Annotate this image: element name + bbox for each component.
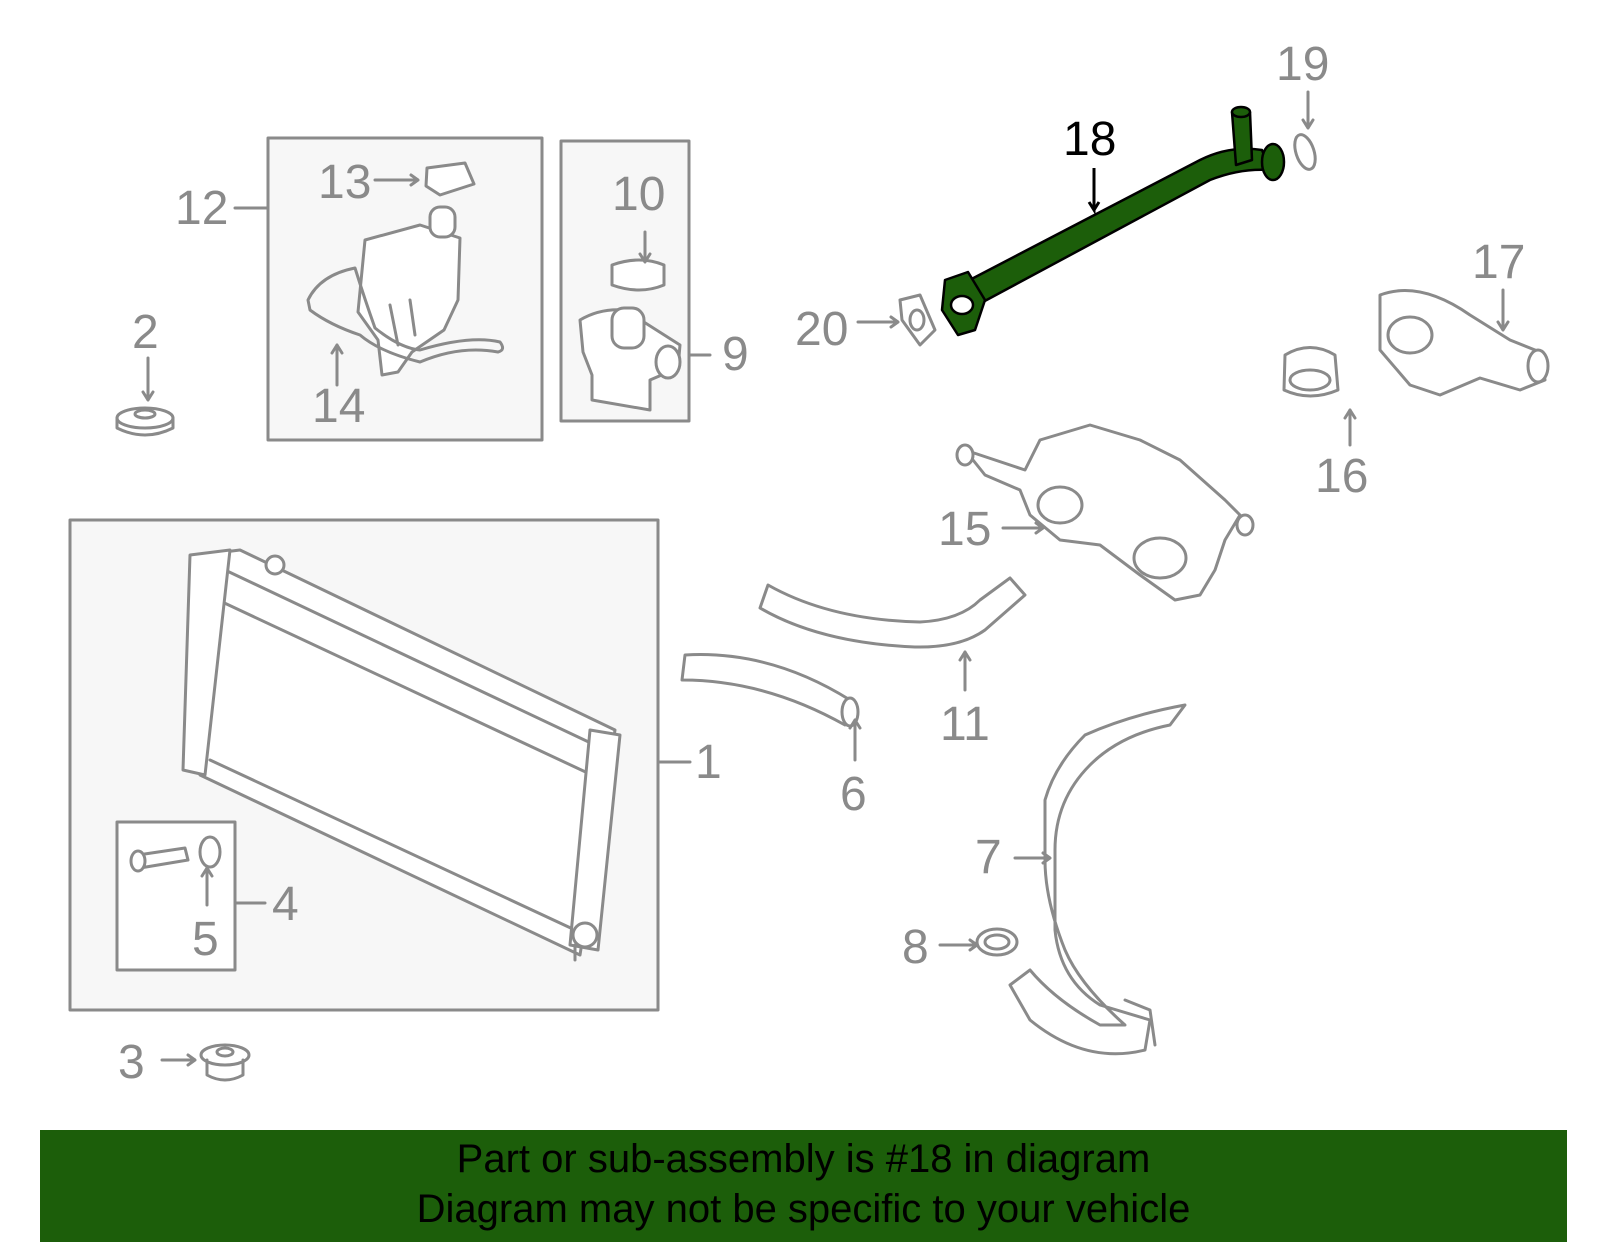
bolt-4-drawing [129, 835, 222, 873]
callout-6: 6 [840, 768, 867, 821]
leader-18 [1087, 168, 1101, 216]
callout-7: 7 [975, 831, 1002, 884]
banner-line-1: Part or sub-assembly is #18 in diagram [456, 1137, 1151, 1181]
drain-plug-3-drawing [199, 1043, 251, 1082]
gasket-20-drawing [898, 293, 937, 347]
callout-4: 4 [272, 878, 299, 931]
thermostat-housing-15-drawing [955, 423, 1255, 602]
leader-lines [141, 90, 1510, 1067]
banner-line-2: Diagram may not be specific to your vehi… [416, 1187, 1191, 1231]
callout-9: 9 [722, 328, 749, 381]
callout-5: 5 [192, 913, 219, 966]
callout-13: 13 [318, 156, 371, 209]
callout-10: 10 [612, 168, 665, 221]
radiator-drawing [181, 548, 622, 962]
coolant-pipe-18-highlighted [940, 105, 1286, 337]
coolant-reservoir-drawing [306, 161, 505, 377]
callout-14: 14 [312, 380, 365, 433]
callout-11: 11 [940, 698, 990, 751]
callout-12: 12 [175, 182, 228, 235]
filler-neck-drawing [578, 258, 682, 412]
hose-7-drawing [1008, 703, 1187, 1056]
callout-1: 1 [695, 736, 722, 789]
callout-17: 17 [1472, 236, 1525, 289]
clamp-8-drawing [975, 927, 1019, 957]
callout-8: 8 [902, 921, 929, 974]
radiator-cap-2-drawing [115, 406, 175, 437]
o-ring-19-drawing [1293, 133, 1317, 171]
callout-18-highlighted: 18 [1063, 113, 1116, 166]
callout-15: 15 [938, 503, 991, 556]
thermostat-16-drawing [1282, 346, 1340, 398]
callout-3: 3 [118, 1036, 145, 1089]
info-banner: Part or sub-assembly is #18 in diagram D… [40, 1130, 1567, 1242]
callout-16: 16 [1315, 450, 1368, 503]
hose-6-drawing [680, 653, 852, 727]
hose-11-drawing [758, 576, 1027, 649]
callout-19: 19 [1276, 38, 1329, 91]
callout-20: 20 [795, 303, 848, 356]
water-outlet-17-drawing [1378, 289, 1550, 397]
callout-2: 2 [132, 306, 159, 359]
